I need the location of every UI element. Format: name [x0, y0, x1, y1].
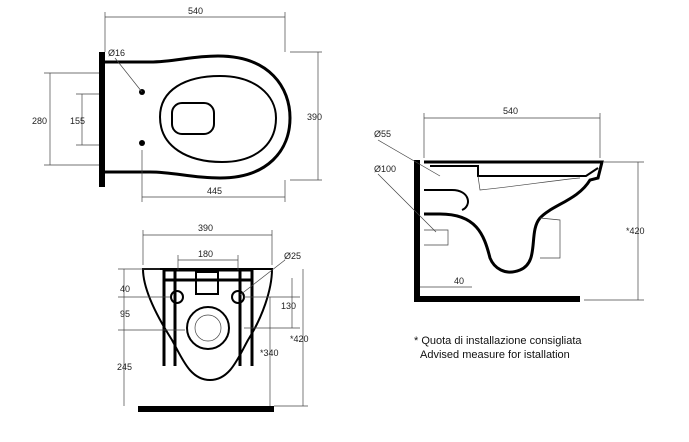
top-length-label: 445 [207, 186, 222, 196]
side-floor [414, 296, 580, 302]
front-view: 390 180 Ø25 40 95 245 130 *340 *420 [117, 223, 309, 412]
top-bowl-inner [158, 74, 278, 164]
front-inlet [195, 271, 219, 295]
front-d130-label: 130 [281, 301, 296, 311]
side-width-label: 540 [503, 106, 518, 116]
top-height-label: 390 [307, 112, 322, 122]
side-d420-label: *420 [626, 226, 645, 236]
front-d340-label: *340 [260, 348, 279, 358]
front-outlet-outer [186, 306, 230, 350]
side-seat [430, 165, 599, 177]
front-inner-label: 180 [198, 249, 213, 259]
front-d420-label: *420 [290, 334, 309, 344]
front-outlet-inner [194, 314, 222, 342]
front-d40-label: 40 [120, 284, 130, 294]
side-pipe2-label: Ø100 [374, 164, 396, 174]
installation-note: * Quota di installazione consigliata Adv… [414, 335, 582, 361]
top-bowl-outline [105, 54, 292, 180]
side-pipe [424, 217, 561, 259]
top-hole-2 [139, 140, 145, 146]
front-hole-label: Ø25 [284, 251, 301, 261]
top-view: 540 390 Ø16 280 155 445 [32, 6, 322, 202]
side-view: 540 Ø55 Ø100 40 *420 [374, 106, 645, 302]
top-span-label: 280 [32, 116, 47, 126]
top-wall [99, 52, 105, 187]
side-d40-label: 40 [454, 276, 464, 286]
note-english: Advised measure for istallation [420, 349, 570, 361]
front-d95-label: 95 [120, 309, 130, 319]
front-frame [162, 268, 254, 366]
side-wall [414, 160, 420, 300]
top-drain [171, 102, 215, 135]
front-d245-label: 245 [117, 362, 132, 372]
top-hole-label: Ø16 [108, 48, 125, 58]
front-floor [138, 406, 274, 412]
side-inner [424, 189, 469, 211]
top-gap-label: 155 [70, 116, 85, 126]
front-width-label: 390 [198, 223, 213, 233]
front-bolt-right [231, 290, 245, 304]
note-italian: * Quota di installazione consigliata [414, 335, 582, 347]
front-body-outline [141, 268, 274, 382]
top-width-label: 540 [188, 6, 203, 16]
side-pipe1-label: Ø55 [374, 129, 391, 139]
front-bolt-left [170, 290, 184, 304]
side-bowl-curve [477, 175, 581, 191]
side-body-outline [424, 160, 604, 274]
